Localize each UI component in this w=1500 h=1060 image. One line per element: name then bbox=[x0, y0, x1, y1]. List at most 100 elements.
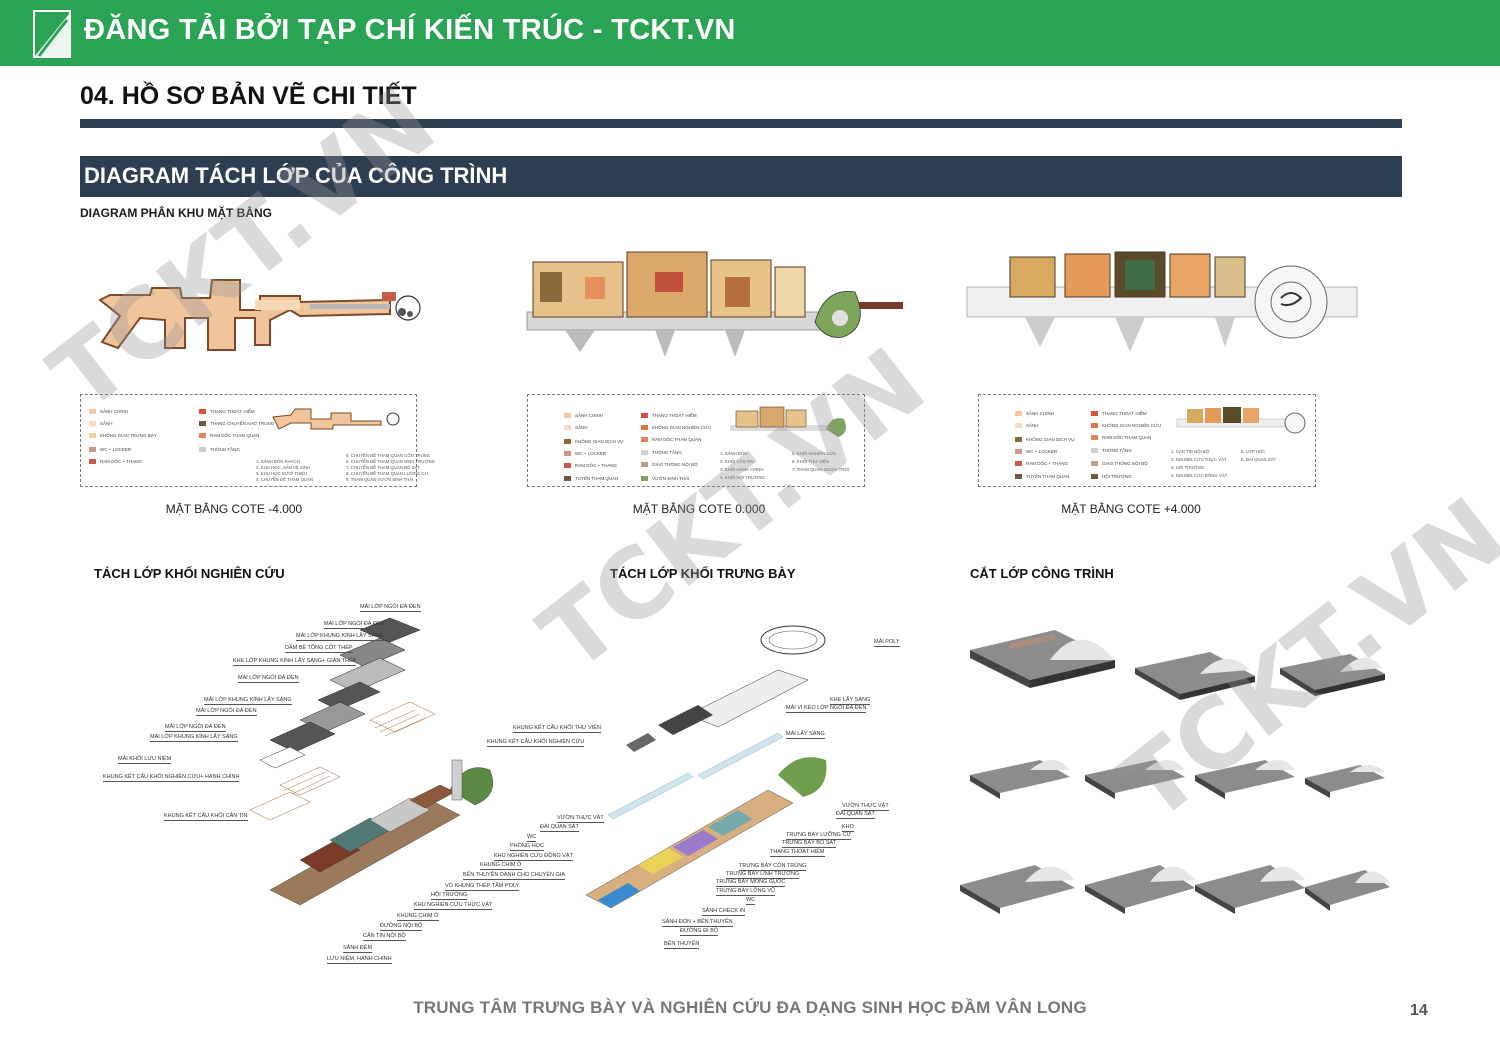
section-models-grid bbox=[960, 630, 1390, 914]
legend-note: 6. ĐÀI QUAN SÁT bbox=[1241, 457, 1277, 462]
terrain-model bbox=[970, 760, 1070, 799]
callout-label: KHE LẤY SÁNG bbox=[830, 697, 871, 705]
callout-label: LƯU NIỆM, HÀNH CHÍNH bbox=[327, 956, 392, 964]
legend-item: TUYẾN THAM QUAN bbox=[1015, 474, 1069, 479]
divider-rule bbox=[80, 119, 1402, 128]
callout-label: TRƯNG BÀY CÔN TRÙNG bbox=[739, 863, 807, 871]
band-title: DIAGRAM TÁCH LỚP CỦA CÔNG TRÌNH bbox=[84, 163, 508, 188]
callout-label: KHUNG KẾT CẤU KHỐI NGHIÊN CỨU bbox=[487, 739, 585, 747]
legend-note: 3. KHU HỌC SƯỚI THIỆU bbox=[256, 471, 308, 476]
terrain-model bbox=[1280, 654, 1385, 696]
callout-label: VƯỜN THỰC VẬT bbox=[557, 815, 604, 823]
callout-label: KHU NGHIÊN CỨU THỰC VẬT bbox=[414, 902, 493, 910]
floor-plan-plus4 bbox=[966, 251, 1358, 352]
legend-item: KHÔNG GIAN DỊCH VỤ bbox=[1015, 437, 1075, 442]
terrain-model bbox=[1135, 652, 1255, 700]
legend-note: 1. SẢNH ĐÓN KHÁCH bbox=[256, 459, 300, 464]
plan-thumbnail bbox=[730, 406, 846, 437]
legend-item: RAM DỐC + THANG bbox=[1015, 461, 1068, 466]
legend-item: THANG THOÁT HIỂM bbox=[1091, 411, 1147, 416]
terrain-model bbox=[1085, 760, 1185, 799]
plan-caption-2: MẶT BẰNG COTE 0.000 bbox=[632, 502, 766, 516]
callout-label: TRƯNG BÀY LINH TRƯỞNG bbox=[726, 871, 800, 879]
callout-label: TRƯNG BÀY LƯỠNG CƯ bbox=[786, 832, 852, 840]
legend-note: 1. SẢNH ĐÓN bbox=[720, 451, 748, 456]
callout-label: BẾN THUYỀN DÀNH CHO CHUYÊN GIA bbox=[463, 872, 565, 880]
page-number: 14 bbox=[1410, 1002, 1428, 1019]
tckt-logo-icon bbox=[33, 10, 71, 58]
callout-label: ĐÀI QUAN SÁT bbox=[540, 824, 579, 832]
terrain-model bbox=[1195, 865, 1305, 914]
legend-note: 5. LỚP HỌC bbox=[1241, 449, 1266, 454]
legend-item: VƯỜN SINH THÁI bbox=[641, 476, 689, 481]
callout-label: SẢNH CHECK IN bbox=[702, 908, 746, 916]
legend-item: SẢNH CHÍNH bbox=[1015, 411, 1054, 416]
callout-label: WC bbox=[527, 834, 537, 842]
legend-item: KHÔNG GIAN DỊCH VỤ bbox=[564, 439, 624, 444]
legend-item: WC + LOCKER bbox=[564, 451, 606, 456]
legend-item: WC + LOCKER bbox=[89, 447, 131, 452]
legend-note: 2. KHỐI CĂN TIN bbox=[720, 459, 754, 464]
callout-label: VỎ KHUNG THÉP TẤM POLY bbox=[445, 883, 520, 891]
callout-label: PHÒNG HỌC bbox=[510, 843, 544, 851]
legend-item: SẢNH bbox=[89, 421, 113, 426]
floor-plan-minus4 bbox=[98, 279, 421, 351]
floor-plan-0 bbox=[526, 251, 903, 357]
callout-label: ĐÀI QUAN SÁT bbox=[836, 811, 875, 819]
legend-item: THÔNG TẦNG bbox=[1091, 448, 1132, 453]
top-banner bbox=[0, 0, 1500, 66]
exploded-axon-research bbox=[249, 617, 494, 906]
exploded-axon-exhibition bbox=[585, 625, 827, 909]
legend-note: 9. THAM QUAN VƯỜN SINH THÁI bbox=[346, 477, 414, 482]
legend-note: 6. KHỐI THƯ VIỆN bbox=[792, 459, 830, 464]
callout-label: MÁI POLY bbox=[874, 639, 900, 647]
legend-item: SẢNH CHÍNH bbox=[89, 409, 128, 414]
diagram-title-exhibit: TÁCH LỚP KHỐI TRƯNG BÀY bbox=[610, 566, 796, 581]
legend-item: SẢNH bbox=[564, 425, 588, 430]
callout-label: KHU NGHIÊN CỨU ĐỘNG VẬT bbox=[494, 853, 573, 861]
legend-item: GIAO THÔNG NỘI BỘ bbox=[1091, 461, 1148, 466]
terrain-model bbox=[1305, 870, 1390, 911]
callout-label: KHE LỚP KHUNG KÍNH LẤY SÁNG+ GIÀN THÉP bbox=[233, 658, 357, 666]
legend-item: RAM DỐC + THANG bbox=[89, 459, 142, 464]
callout-label: BẾN THUYỀN bbox=[664, 941, 700, 949]
callout-label: MÁI KHỐI LƯU NIỆM bbox=[118, 756, 172, 764]
callout-label: MÁI LỚP KHUNG KÍNH LẤY SÁNG bbox=[296, 633, 384, 641]
callout-label: ĐƯỜNG ĐI BỘ bbox=[680, 928, 719, 936]
legend-item: THÔNG TẦNG bbox=[199, 447, 240, 452]
legend-note: 4. KHỐI HỘI TRƯỜNG bbox=[720, 475, 765, 480]
legend-note: 5. CHUYỂN ĐỀ THAM QUAN CÔN TRÙNG bbox=[346, 453, 431, 458]
callout-label: TRƯNG BÀY LÔNG VŨ bbox=[716, 888, 775, 896]
legend-item: KHÔNG GIAN NGHIÊN CỨU bbox=[1091, 423, 1161, 428]
legend-item: KHÔNG GIAN TRƯNG BÀY bbox=[89, 433, 157, 438]
callout-label: MÁI LỚP NGÓI ĐÁ ĐEN bbox=[238, 675, 299, 683]
plan-caption-3: MẶT BẰNG COTE +4.000 bbox=[1061, 502, 1201, 516]
terrain-model bbox=[1085, 865, 1195, 914]
callout-label: MÁI VÌ KÈO LỚP NGÓI ĐÁ ĐEN bbox=[786, 705, 867, 713]
legend-item: RAM DỐC + THANG bbox=[564, 463, 617, 468]
legend-note: 2. NGHIÊN CỨU THỰC VẬT bbox=[1171, 457, 1227, 462]
section-title: 04. HỒ SƠ BẢN VẼ CHI TIẾT bbox=[80, 82, 417, 110]
legend-note: 1. CĂN TIN NỘI BỘ bbox=[1171, 449, 1210, 454]
legend-item: SẢNH bbox=[1015, 423, 1039, 428]
callout-label: KHUNG CHIM Ở bbox=[480, 862, 522, 870]
footer-project-title: TRUNG TÂM TRƯNG BÀY VÀ NGHIÊN CỨU ĐA DẠN… bbox=[413, 998, 1087, 1017]
legend-item: THÔNG TẦNG bbox=[641, 450, 682, 455]
legend-note: 7. CHUYỂN ĐỀ THAM QUAN BÒ SÁT bbox=[346, 465, 420, 470]
callout-label: ĐƯỜNG NỘI BỘ bbox=[380, 923, 423, 931]
legend-item: SẢNH CHÍNH bbox=[564, 413, 603, 418]
plans-subtitle: DIAGRAM PHÂN KHU MẶT BẰNG bbox=[80, 206, 272, 220]
legend-item: RAM DỐC THAM QUAN bbox=[199, 433, 259, 438]
legend-note: 8. CHUYỂN ĐỀ THAM QUAN LƯỠNG CƯ bbox=[346, 471, 429, 476]
plan-caption-1: MẶT BẰNG COTE -4.000 bbox=[165, 502, 303, 516]
callout-label: VƯỜN THỰC VẬT bbox=[842, 803, 889, 811]
legend-item: RAM DỐC THAM QUAN bbox=[641, 437, 701, 442]
legend-note: 5. KHỐI NGHIÊN CỨU bbox=[792, 451, 837, 456]
callout-label: KHUNG KẾT CẤU KHỐI NGHIÊN CỨU+ HÀNH CHÍN… bbox=[103, 774, 240, 782]
legend-plan-2: SẢNH CHÍNH SẢNH KHÔNG GIAN DỊCH VỤ WC + … bbox=[527, 394, 865, 487]
legend-item: HỘI TRƯỜNG bbox=[1091, 474, 1132, 479]
legend-item: WC + LOCKER bbox=[1015, 449, 1057, 454]
legend-note: 7. THAM QUAN NGOÀI TRỜI bbox=[792, 467, 850, 472]
callout-label: KHUNG CHIM Ở bbox=[397, 913, 439, 921]
legend-item: THANG CHUYỂN KHO TRUNG bbox=[199, 421, 274, 426]
